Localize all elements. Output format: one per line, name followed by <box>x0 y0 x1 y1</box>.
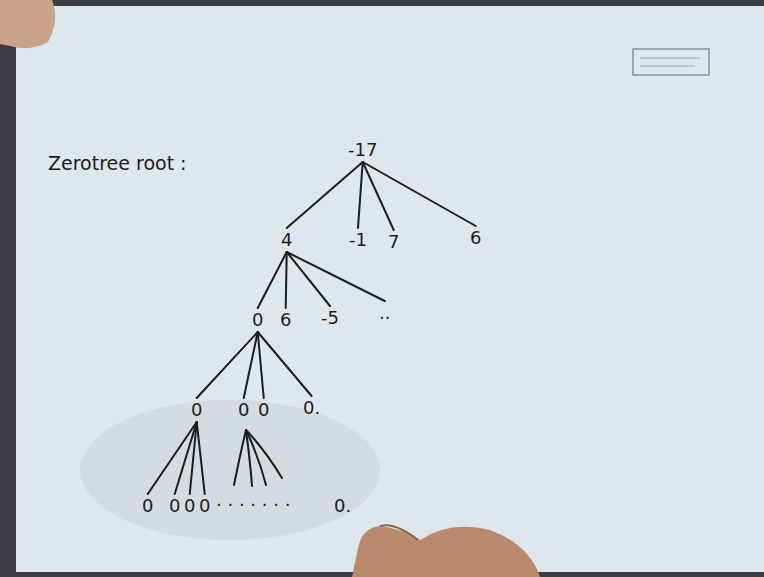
coefficient-value: 0 <box>169 495 180 517</box>
tree-node: .. <box>377 302 392 324</box>
coefficient-value: 0 <box>191 399 202 421</box>
fan-lines <box>234 430 282 486</box>
tree-node: -5 <box>319 307 341 329</box>
tree-branch <box>175 422 197 494</box>
tree-node: 0 <box>189 399 204 421</box>
tree-node: 6 <box>278 309 293 331</box>
coefficient-value: .. <box>379 302 390 324</box>
tree-node: 4 <box>279 229 294 251</box>
tree-branch <box>258 332 264 398</box>
stamp-box <box>633 49 709 75</box>
coefficient-value: 0 <box>142 495 153 517</box>
note-label: · · · · · · · <box>216 494 290 516</box>
tree-branch <box>363 162 476 226</box>
tree-node: 0 <box>197 495 212 517</box>
tree-node: 0 <box>167 495 182 517</box>
coefficient-value: 0 <box>258 399 269 421</box>
tree-node: -17 <box>346 139 379 161</box>
tree-branch <box>363 162 394 230</box>
coefficient-value: 6 <box>470 227 481 249</box>
coefficient-value: -5 <box>321 307 339 329</box>
tree-branch <box>358 162 363 228</box>
branch-line <box>234 430 246 485</box>
tree-branch <box>287 252 330 306</box>
shadow <box>80 400 380 540</box>
stamp-mark <box>640 58 700 59</box>
hand <box>352 526 540 577</box>
note-label: 0. <box>334 495 351 517</box>
tree-node: 0 <box>140 495 155 517</box>
coefficient-value: 4 <box>281 229 292 251</box>
tree-branch <box>148 422 197 494</box>
coefficient-value: 0 <box>184 495 195 517</box>
tree-branch <box>258 332 312 396</box>
coefficient-value: 0. <box>303 397 320 419</box>
tree-branch <box>197 422 205 494</box>
tree-node: 7 <box>386 231 401 253</box>
tree-node: 0 <box>250 309 265 331</box>
tree-branch <box>258 252 287 308</box>
branch-line <box>246 430 266 485</box>
tree-node: -1 <box>347 229 369 251</box>
tree-node: 0 <box>256 399 271 421</box>
coefficient-value: 7 <box>388 231 399 253</box>
tree-node: 0 <box>182 495 197 517</box>
title: Zerotree root : <box>48 152 187 174</box>
coefficient-value: 6 <box>280 309 291 331</box>
thumb <box>0 0 55 48</box>
coefficient-value: -17 <box>348 139 377 161</box>
tree-node: 6 <box>468 227 483 249</box>
coefficient-value: 0 <box>252 309 263 331</box>
tree-branch <box>286 252 287 308</box>
tree-branch <box>287 252 385 301</box>
tree-node: 0 <box>236 399 251 421</box>
branch-line <box>246 430 282 478</box>
tree-node: 0. <box>301 397 322 419</box>
tree-branch <box>287 162 363 228</box>
coefficient-value: 0 <box>199 495 210 517</box>
tree-branch <box>244 332 258 398</box>
stamp-mark <box>640 66 695 67</box>
coefficient-value: 0 <box>238 399 249 421</box>
hand-crease <box>380 525 418 540</box>
tree-branch <box>190 422 197 494</box>
tree-branch <box>197 332 258 398</box>
coefficient-value: -1 <box>349 229 367 251</box>
